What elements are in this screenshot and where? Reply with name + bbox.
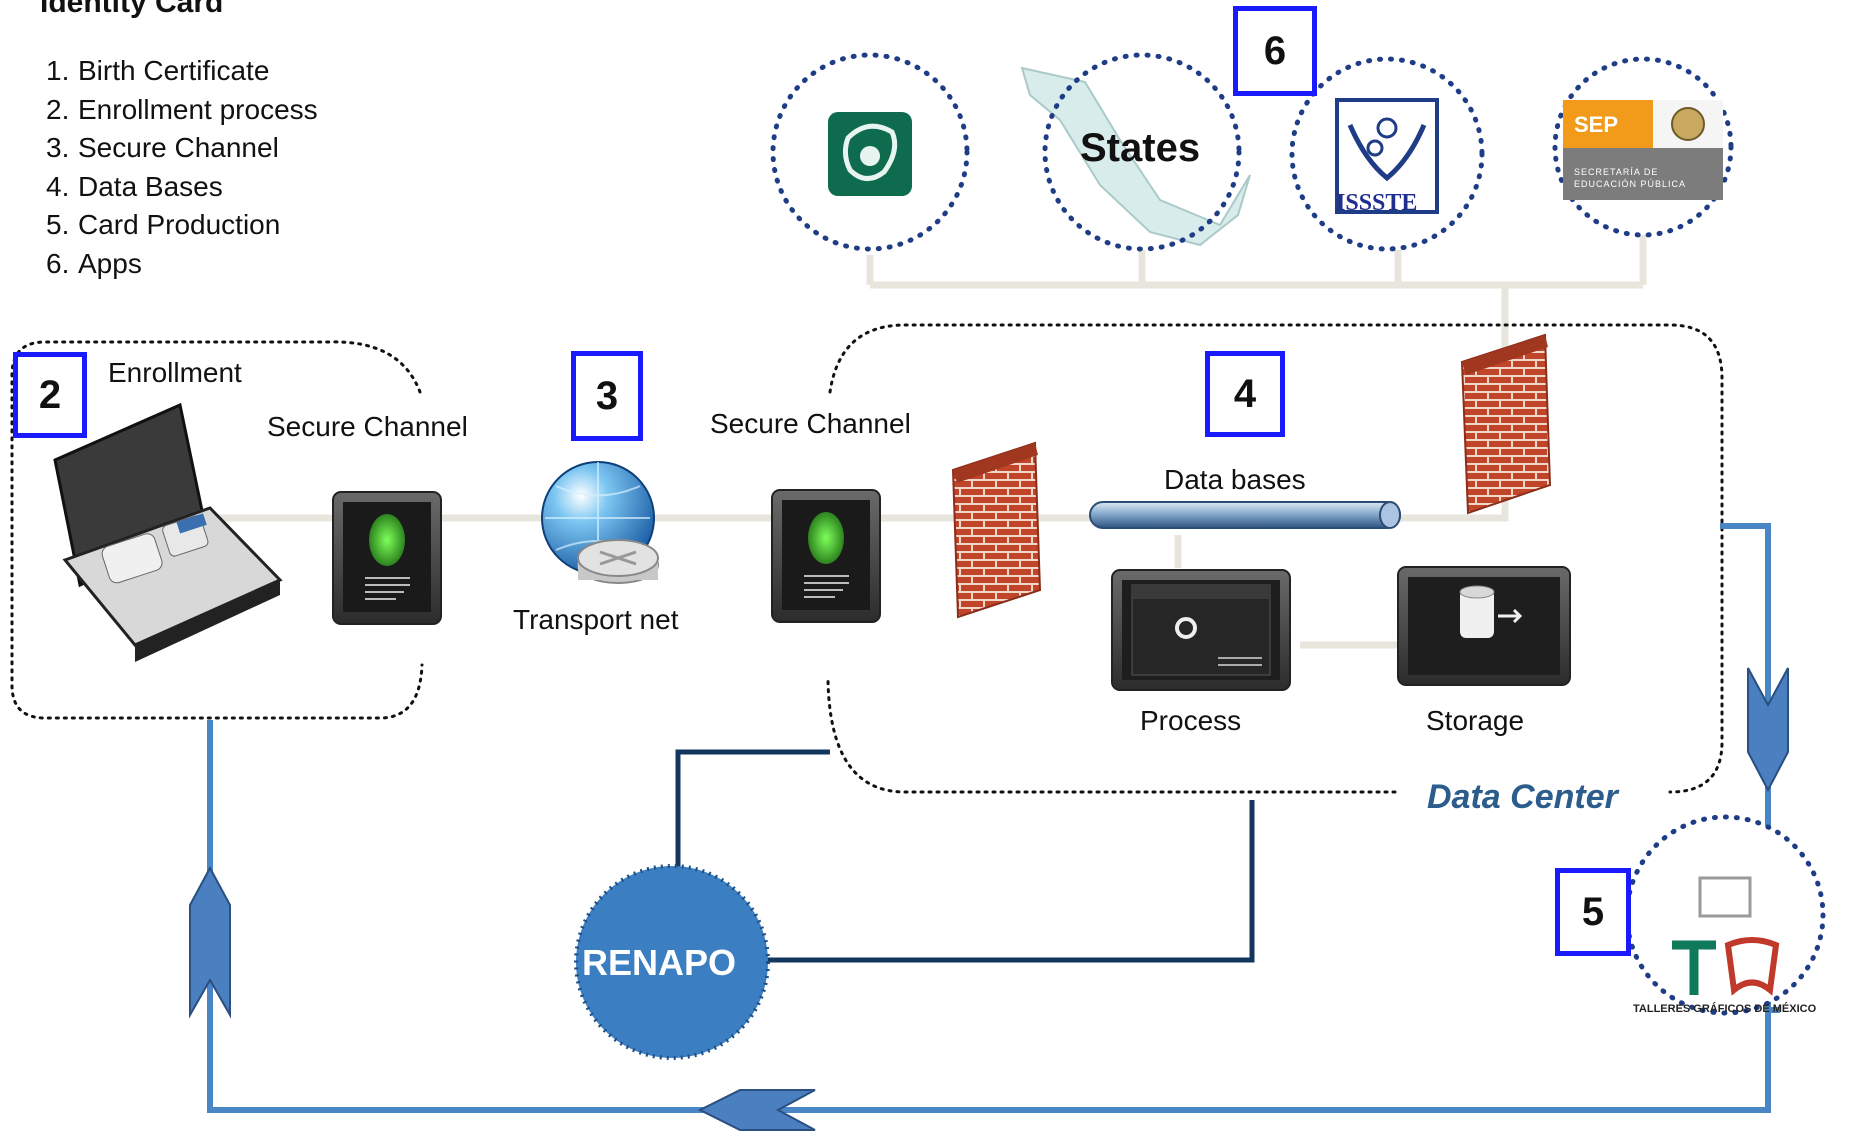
- step-badge-5: 5: [1555, 868, 1631, 956]
- sep-label: SEP: [1574, 112, 1619, 137]
- flow-arrow-up: [189, 865, 231, 1019]
- issste-label: ISSSTE: [1336, 190, 1418, 216]
- secure-device-right-icon: [771, 489, 881, 623]
- legend-item: 1.Birth Certificate: [46, 55, 270, 86]
- legend-item: 4.Data Bases: [46, 170, 223, 202]
- firewall-right-icon: [1460, 333, 1552, 515]
- firewall-left-icon: [951, 441, 1042, 619]
- legend-item: 5.Card Production: [46, 209, 281, 241]
- data-bases-label: Data bases: [1164, 464, 1306, 495]
- talleres-graficos-label: TALLERES GRÁFICOS DE MÉXICO: [1633, 1003, 1817, 1015]
- card-production-circle: [1624, 814, 1826, 1016]
- legend-item: 3.Secure Channel: [46, 132, 279, 164]
- step-badge-6: 6: [1233, 6, 1317, 96]
- renapo-circle: [574, 864, 770, 1060]
- data-center-label: Data Center: [1427, 778, 1618, 816]
- enrollment-boundary: [10, 340, 424, 720]
- flow-arrow-down: [1747, 667, 1789, 793]
- legend-item: 6.Apps: [46, 247, 142, 279]
- step-badge-3: 3: [571, 351, 643, 441]
- sep-app-circle: [1552, 56, 1734, 238]
- legend-item: 2.Enrollment process: [46, 93, 318, 125]
- secure-channel-left-label: Secure Channel: [267, 411, 468, 442]
- legend-list: 1.Birth Certificate 2.Enrollment process…: [46, 52, 318, 284]
- states-label: States: [1080, 126, 1201, 170]
- network-connectors: [200, 235, 1647, 649]
- sep-subtitle-line-1: SECRETARÍA DE: [1574, 167, 1659, 177]
- secure-channel-right-label: Secure Channel: [710, 408, 911, 439]
- issste-app-circle: [1289, 56, 1485, 252]
- page-title: Identity Card: [40, 0, 224, 19]
- transport-net-label: Transport net: [513, 604, 679, 635]
- process-label: Process: [1140, 705, 1242, 736]
- sep-subtitle-line-2: EDUCACIÓN PÚBLICA: [1574, 179, 1687, 189]
- states-app-circle: [1020, 52, 1251, 252]
- imss-app-circle: [770, 52, 970, 252]
- step-badge-2: 2: [13, 352, 87, 438]
- renapo-label: RENAPO: [582, 942, 737, 983]
- data-center-boundary: [826, 323, 1724, 794]
- transport-globe-icon: [541, 461, 659, 584]
- database-pipe-icon: [1089, 501, 1401, 529]
- enrollment-label: Enrollment: [108, 357, 242, 388]
- secure-device-left-icon: [332, 491, 442, 625]
- renapo-links: [675, 749, 1255, 963]
- storage-server-icon: [1397, 566, 1571, 686]
- flow-arrow-left: [697, 1089, 816, 1131]
- process-server-icon: [1111, 569, 1291, 691]
- step-badge-4: 4: [1205, 351, 1285, 437]
- enrollment-kit-icon: [53, 402, 283, 662]
- storage-label: Storage: [1426, 705, 1525, 736]
